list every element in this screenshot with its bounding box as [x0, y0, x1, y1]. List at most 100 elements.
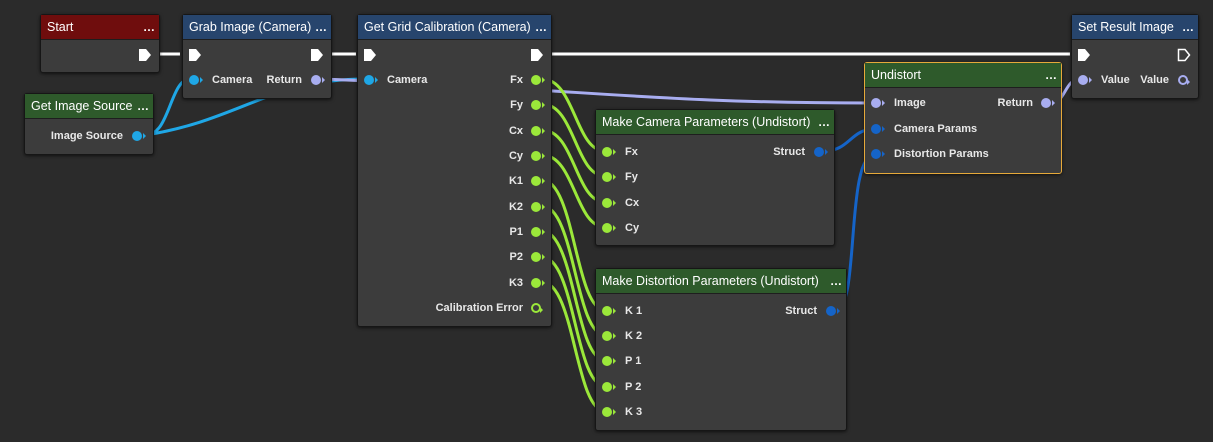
fy-input-pin[interactable]	[602, 172, 612, 182]
pin-label-p2: P 2	[625, 380, 641, 394]
node-menu-button[interactable]: …	[315, 15, 326, 39]
pin-label-calibration-error: Calibration Error	[436, 301, 523, 315]
cx-output-pin[interactable]	[531, 126, 541, 136]
pin-label-fx: Fx	[510, 73, 523, 87]
pin-label-fx: Fx	[625, 145, 638, 159]
pin-label-cx: Cx	[509, 124, 523, 138]
fx-output-pin[interactable]	[531, 75, 541, 85]
k2-output-pin[interactable]	[531, 202, 541, 212]
exec-in-pin[interactable]	[363, 48, 377, 62]
node-menu-button[interactable]: …	[137, 94, 148, 118]
pin-label-cy: Cy	[509, 149, 523, 163]
exec-out-pin-hollow[interactable]	[1177, 48, 1191, 62]
node-title: Start	[47, 20, 73, 34]
camera-params-input-pin[interactable]	[871, 124, 881, 134]
pin-label-cx: Cx	[625, 196, 639, 210]
value-input-pin[interactable]	[1078, 75, 1088, 85]
p2-input-pin[interactable]	[602, 382, 612, 392]
pin-label-p1: P1	[510, 225, 523, 239]
node-start[interactable]: Start …	[40, 14, 160, 73]
cy-input-pin[interactable]	[602, 223, 612, 233]
value-output-pin[interactable]	[1178, 75, 1188, 85]
node-menu-button[interactable]: …	[1045, 63, 1056, 87]
pin-label-k2: K 2	[625, 329, 642, 343]
node-menu-button[interactable]: …	[818, 110, 829, 134]
pin-label-return: Return	[267, 73, 302, 87]
pin-label-p1: P 1	[625, 354, 641, 368]
node-title: Undistort	[871, 68, 921, 82]
k3-input-pin[interactable]	[602, 407, 612, 417]
node-menu-button[interactable]: …	[1182, 15, 1193, 39]
p1-output-pin[interactable]	[531, 227, 541, 237]
pin-label-distortion-params: Distortion Params	[894, 147, 989, 161]
pin-label-camera: Camera	[212, 73, 252, 87]
camera-input-pin[interactable]	[189, 75, 199, 85]
image-source-output-pin[interactable]	[132, 131, 142, 141]
node-header[interactable]: Start …	[41, 15, 159, 40]
image-input-pin[interactable]	[871, 98, 881, 108]
node-header[interactable]: Set Result Image …	[1072, 15, 1198, 40]
pin-label-return: Return	[998, 96, 1033, 110]
pin-label-k3: K 3	[625, 405, 642, 419]
k2-input-pin[interactable]	[602, 331, 612, 341]
struct-output-pin[interactable]	[826, 306, 836, 316]
node-get-image-source[interactable]: Get Image Source … Image Source	[24, 93, 154, 155]
k3-output-pin[interactable]	[531, 278, 541, 288]
node-header[interactable]: Make Distortion Parameters (Undistort) …	[596, 269, 846, 294]
exec-in-pin[interactable]	[1077, 48, 1091, 62]
pin-label-image-source: Image Source	[51, 129, 123, 143]
exec-out-pin[interactable]	[530, 48, 544, 62]
struct-output-pin[interactable]	[814, 147, 824, 157]
pin-label-struct: Struct	[785, 304, 817, 318]
p1-input-pin[interactable]	[602, 356, 612, 366]
exec-in-pin[interactable]	[188, 48, 202, 62]
pin-label-value-out: Value	[1140, 73, 1169, 87]
node-title: Grab Image (Camera)	[189, 20, 311, 34]
node-title: Get Grid Calibration (Camera)	[364, 20, 531, 34]
pin-label-cy: Cy	[625, 221, 639, 235]
node-header[interactable]: Grab Image (Camera) …	[183, 15, 331, 40]
pin-label-k3: K3	[509, 276, 523, 290]
pin-label-struct: Struct	[773, 145, 805, 159]
node-set-result-image[interactable]: Set Result Image … Value Value	[1071, 14, 1199, 99]
cx-input-pin[interactable]	[602, 198, 612, 208]
fy-output-pin[interactable]	[531, 100, 541, 110]
node-undistort[interactable]: Undistort … Image Camera Params Distorti…	[864, 62, 1062, 174]
node-header[interactable]: Get Grid Calibration (Camera) …	[358, 15, 551, 40]
pin-label-k1: K 1	[625, 304, 642, 318]
k1-output-pin[interactable]	[531, 176, 541, 186]
distortion-params-input-pin[interactable]	[871, 149, 881, 159]
p2-output-pin[interactable]	[531, 252, 541, 262]
node-header[interactable]: Get Image Source …	[25, 94, 153, 119]
pin-label-k1: K1	[509, 174, 523, 188]
camera-input-pin[interactable]	[364, 75, 374, 85]
exec-out-pin[interactable]	[310, 48, 324, 62]
node-menu-button[interactable]: …	[143, 15, 154, 39]
node-title: Get Image Source	[31, 99, 132, 113]
pin-label-p2: P2	[510, 250, 523, 264]
pin-label-fy: Fy	[625, 170, 638, 184]
node-make-distortion-parameters[interactable]: Make Distortion Parameters (Undistort) ……	[595, 268, 847, 431]
calibration-error-output-pin[interactable]	[531, 303, 541, 313]
node-title: Make Camera Parameters (Undistort)	[602, 115, 810, 129]
pin-label-camera: Camera	[387, 73, 427, 87]
return-output-pin[interactable]	[311, 75, 321, 85]
exec-out-pin[interactable]	[138, 48, 152, 62]
pin-label-camera-params: Camera Params	[894, 122, 977, 136]
pin-label-value-in: Value	[1101, 73, 1130, 87]
cy-output-pin[interactable]	[531, 151, 541, 161]
node-title: Set Result Image	[1078, 20, 1174, 34]
return-output-pin[interactable]	[1041, 98, 1051, 108]
node-menu-button[interactable]: …	[535, 15, 546, 39]
node-header[interactable]: Undistort …	[865, 63, 1061, 88]
pin-label-fy: Fy	[510, 98, 523, 112]
node-header[interactable]: Make Camera Parameters (Undistort) …	[596, 110, 834, 135]
node-make-camera-parameters[interactable]: Make Camera Parameters (Undistort) … Fx …	[595, 109, 835, 246]
node-title: Make Distortion Parameters (Undistort)	[602, 274, 819, 288]
pin-label-k2: K2	[509, 200, 523, 214]
k1-input-pin[interactable]	[602, 306, 612, 316]
node-menu-button[interactable]: …	[830, 269, 841, 293]
node-grab-image[interactable]: Grab Image (Camera) … Camera Return	[182, 14, 332, 99]
node-grid-calibration[interactable]: Get Grid Calibration (Camera) … Camera F…	[357, 14, 552, 327]
fx-input-pin[interactable]	[602, 147, 612, 157]
